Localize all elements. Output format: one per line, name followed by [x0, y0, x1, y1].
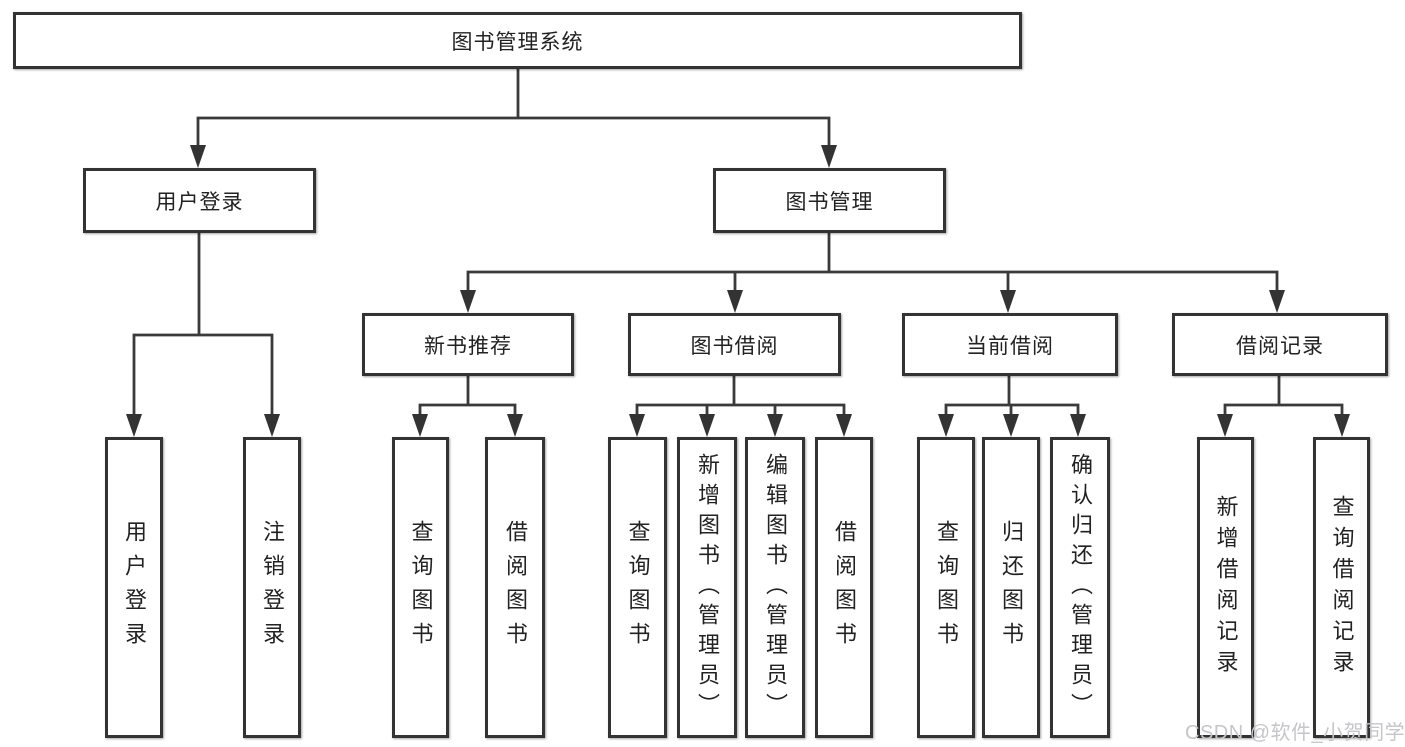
leaf-bb-borrow-books-label: 借阅图书	[832, 519, 857, 656]
node-book-mgmt: 图书管理	[713, 168, 946, 233]
arrowhead-icon	[190, 145, 206, 168]
connector-borrow-records-children	[1217, 376, 1350, 437]
leaf-br-query-record-label: 查询借阅记录	[1329, 494, 1355, 681]
arrowhead-icon	[1070, 414, 1086, 437]
leaf-nb-borrow-books: 借阅图书	[485, 437, 545, 738]
leaf-user-login: 用户登录	[105, 437, 163, 738]
leaf-bb-add-books-admin: 新增图书（管理员）	[677, 437, 737, 738]
arrowhead-icon	[836, 414, 852, 437]
leaf-br-add-record: 新增借阅记录	[1197, 437, 1254, 738]
connector-line	[196, 68, 831, 150]
arrowhead-icon	[1003, 414, 1019, 437]
arrowhead-icon	[1334, 414, 1350, 437]
node-book-mgmt-label: 图书管理	[785, 190, 874, 214]
connector-line	[635, 376, 846, 420]
node-root: 图书管理系统	[13, 12, 1022, 69]
connector-line	[1223, 376, 1344, 420]
connector-book-borrow-children	[629, 376, 852, 437]
arrowhead-icon	[1217, 414, 1233, 437]
node-new-book-rec: 新书推荐	[362, 313, 574, 376]
leaf-bb-borrow-books: 借阅图书	[815, 437, 873, 738]
arrowhead-icon	[460, 290, 476, 313]
leaf-cb-return-books: 归还图书	[982, 437, 1040, 738]
node-user-login: 用户登录	[83, 168, 316, 233]
leaf-nb-borrow-books-label: 借阅图书	[503, 519, 528, 656]
connector-root-to-level2	[190, 68, 837, 168]
node-current-borrow-label: 当前借阅	[966, 334, 1054, 358]
arrowhead-icon	[767, 414, 783, 437]
arrowhead-icon	[629, 414, 645, 437]
arrowhead-icon	[1000, 290, 1016, 313]
leaf-bb-query-books-label: 查询图书	[625, 519, 651, 656]
leaf-logout-label: 注销登录	[260, 519, 285, 656]
node-current-borrow: 当前借阅	[902, 313, 1118, 376]
watermark: CSDN @软件_小贺同学	[1185, 722, 1405, 744]
connector-book-mgmt-children	[460, 233, 1285, 313]
connector-current-borrow-children	[938, 376, 1086, 437]
node-book-borrow: 图书借阅	[628, 313, 841, 376]
node-new-book-rec-label: 新书推荐	[424, 334, 512, 358]
leaf-br-query-record: 查询借阅记录	[1313, 437, 1370, 738]
connector-line	[466, 233, 1279, 296]
leaf-user-login-label: 用户登录	[122, 519, 147, 656]
leaf-cb-query-books: 查询图书	[917, 437, 975, 738]
leaf-cb-confirm-return-admin: 确认归还（管理员）	[1050, 437, 1110, 738]
leaf-bb-query-books: 查询图书	[608, 437, 667, 738]
arrowhead-icon	[821, 145, 837, 168]
leaf-bb-edit-books-admin-label: 编辑图书（管理员）	[763, 452, 788, 723]
leaf-br-add-record-label: 新增借阅记录	[1213, 494, 1239, 681]
arrowhead-icon	[412, 414, 428, 437]
connector-new-book-children	[412, 376, 523, 437]
node-user-login-label: 用户登录	[155, 190, 244, 214]
node-borrow-records-label: 借阅记录	[1236, 334, 1324, 358]
arrowhead-icon	[727, 290, 743, 313]
arrowhead-icon	[126, 414, 142, 437]
leaf-cb-return-books-label: 归还图书	[999, 519, 1024, 656]
leaf-bb-add-books-admin-label: 新增图书（管理员）	[695, 452, 720, 723]
leaf-bb-edit-books-admin: 编辑图书（管理员）	[745, 437, 805, 738]
arrowhead-icon	[938, 414, 954, 437]
node-borrow-records: 借阅记录	[1172, 313, 1388, 376]
arrowhead-icon	[699, 414, 715, 437]
arrowhead-icon	[507, 414, 523, 437]
leaf-cb-query-books-label: 查询图书	[934, 519, 959, 656]
connector-line	[418, 376, 517, 420]
connector-user-login-children	[126, 233, 280, 437]
connector-line	[944, 376, 1080, 420]
connector-line	[132, 233, 274, 420]
leaf-cb-confirm-return-admin-label: 确认归还（管理员）	[1068, 452, 1093, 723]
node-book-borrow-label: 图书借阅	[690, 334, 779, 358]
arrowhead-icon	[264, 414, 280, 437]
arrowhead-icon	[1269, 290, 1285, 313]
node-root-label: 图书管理系统	[451, 30, 584, 54]
leaf-nb-query-books-label: 查询图书	[408, 519, 434, 656]
leaf-nb-query-books: 查询图书	[392, 437, 449, 738]
leaf-logout: 注销登录	[243, 437, 301, 738]
